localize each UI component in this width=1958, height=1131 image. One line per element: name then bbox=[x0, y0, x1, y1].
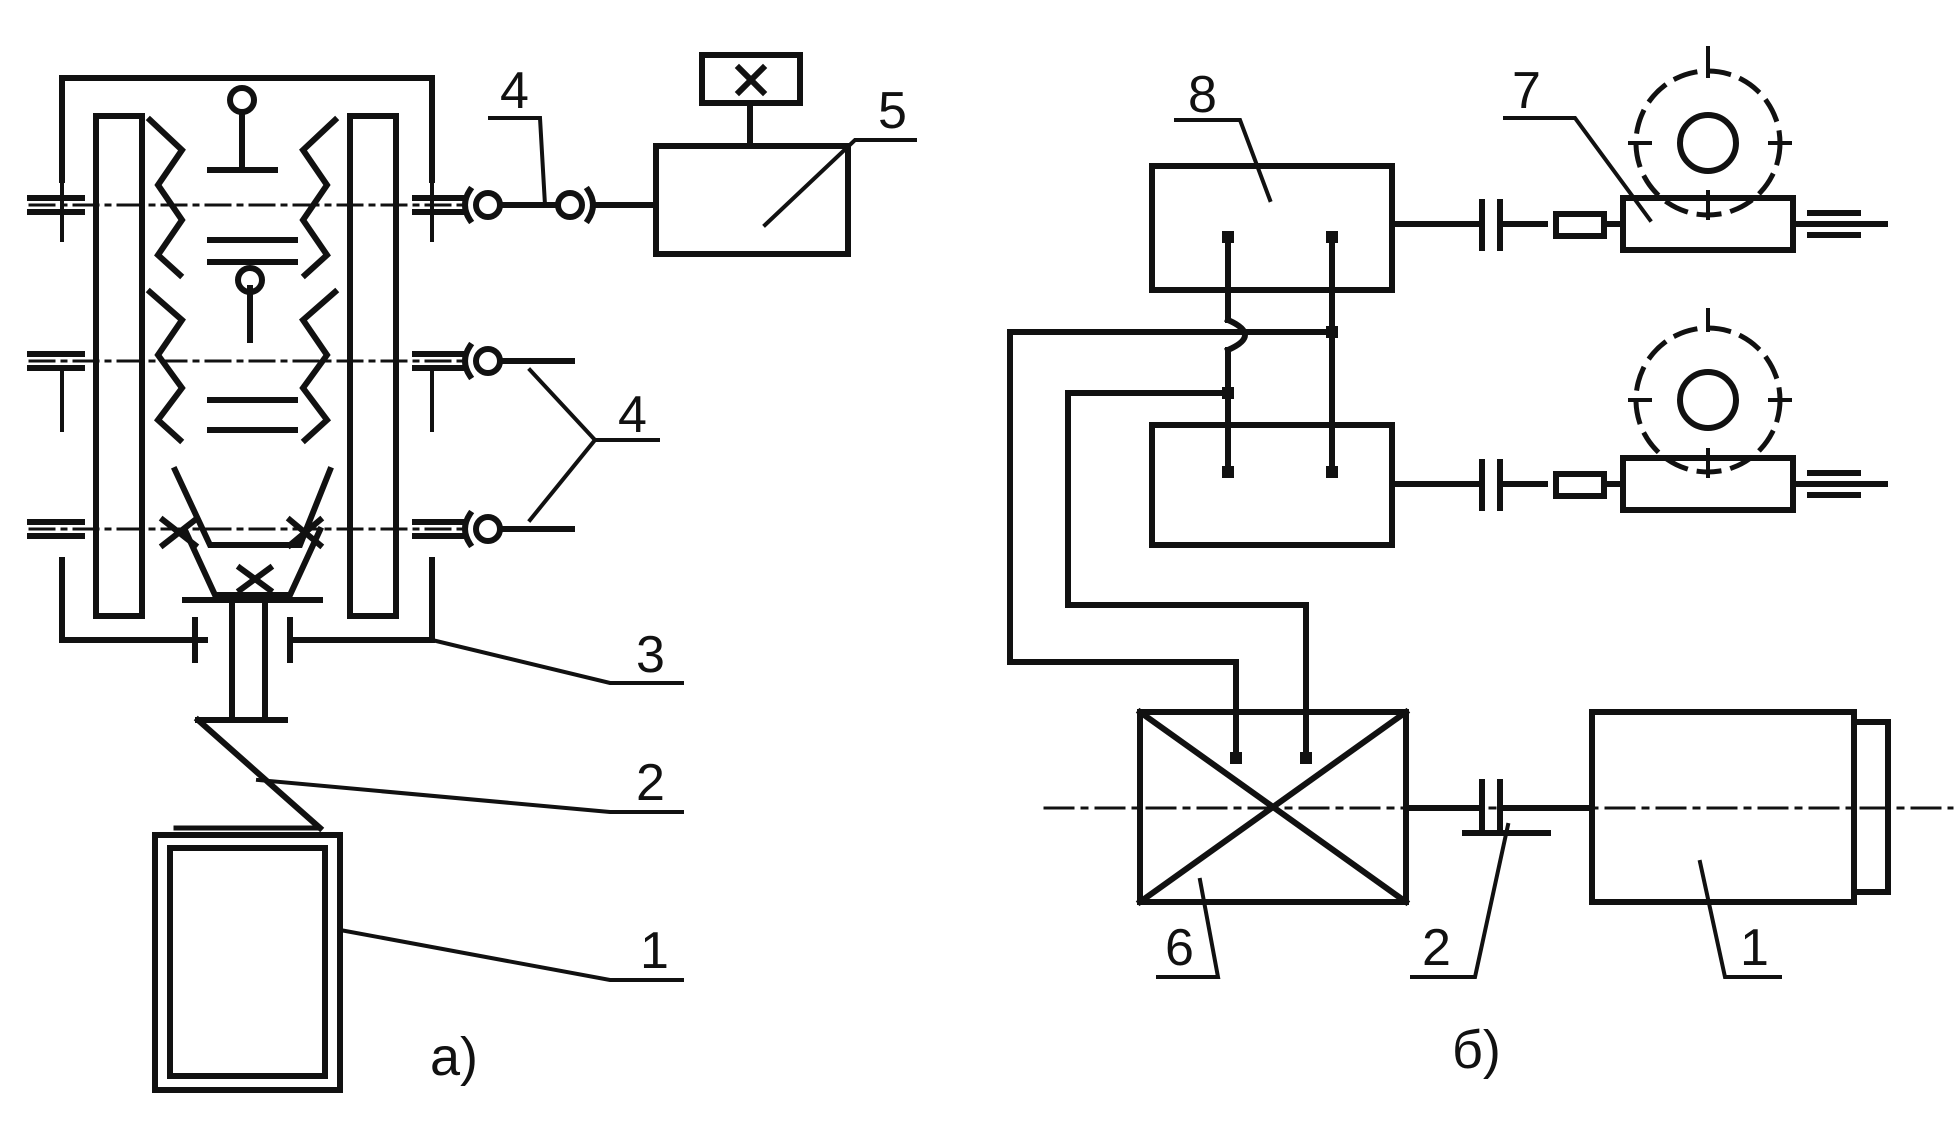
callout-label: 6 bbox=[1165, 919, 1194, 977]
callout-label: 4 bbox=[618, 386, 647, 444]
shaft-axes bbox=[28, 203, 467, 531]
motor-1a bbox=[152, 832, 343, 1093]
callout-labels-b: 8 7 6 2 1 б) bbox=[1165, 62, 1769, 1080]
motor-1b bbox=[1589, 709, 1891, 905]
callout-lines-a bbox=[255, 116, 917, 982]
callout-label: 8 bbox=[1188, 66, 1217, 124]
input-shaft bbox=[192, 597, 293, 723]
bevel-gear-pairs bbox=[145, 85, 340, 603]
unit-8 bbox=[1149, 163, 1888, 293]
brake-unit-5 bbox=[653, 52, 851, 257]
gearbox-housing bbox=[59, 75, 435, 643]
callout-label: 2 bbox=[1422, 919, 1451, 977]
callout-lines-b bbox=[1156, 116, 1782, 979]
callout-label: 3 bbox=[636, 626, 665, 684]
coupling-2b bbox=[1403, 779, 1593, 836]
hydraulic-lines bbox=[1007, 231, 1338, 764]
callout-label: 5 bbox=[878, 82, 907, 140]
callout-labels-a: 4 5 4 3 2 1 а) bbox=[430, 62, 907, 1087]
unit-lower bbox=[1149, 308, 1888, 548]
callout-label: 2 bbox=[636, 754, 665, 812]
callout-label: 1 bbox=[1740, 919, 1769, 977]
caption-b: б) bbox=[1452, 1020, 1501, 1080]
unit-upper-wheel bbox=[1628, 46, 1792, 220]
bearing-marks bbox=[27, 195, 468, 539]
output-couplings bbox=[462, 185, 658, 549]
belt-drive bbox=[173, 715, 325, 833]
gear-wheels bbox=[93, 113, 399, 619]
callout-label: 4 bbox=[500, 62, 529, 120]
callout-label: 7 bbox=[1512, 62, 1541, 120]
caption-a: а) bbox=[430, 1027, 478, 1087]
callout-label: 1 bbox=[640, 922, 669, 980]
